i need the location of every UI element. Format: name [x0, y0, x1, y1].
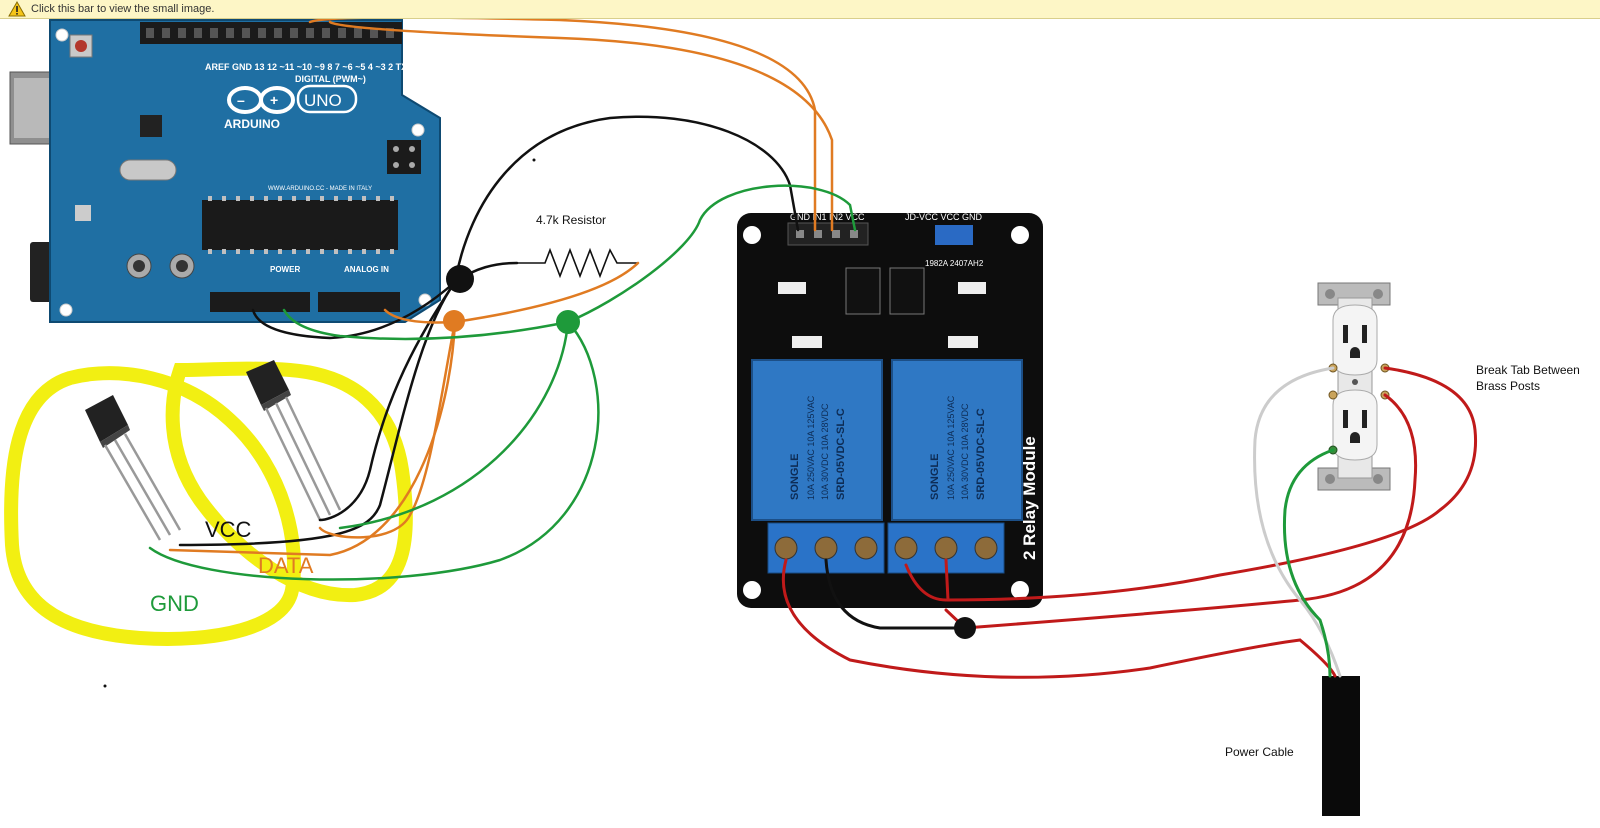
- svg-text:10A 250VAC 10A 125VAC: 10A 250VAC 10A 125VAC: [946, 395, 956, 500]
- svg-text:SRD-05VDC-SL-C: SRD-05VDC-SL-C: [835, 408, 847, 500]
- wiring-diagram: AREF GND 13 12 ~11 ~10 ~9 8 7 ~6 ~5 4 ~3…: [4, 19, 1580, 816]
- arduino-digital-label: DIGITAL (PWM~): [295, 74, 366, 84]
- temperature-sensor-2: [246, 360, 342, 521]
- mains-wires: [781, 366, 1478, 679]
- arduino-power-label: POWER: [270, 265, 300, 274]
- svg-text:10A 30VDC 10A 28VDC: 10A 30VDC 10A 28VDC: [820, 403, 830, 500]
- notice-bar[interactable]: Click this bar to view the small image.: [0, 0, 1600, 19]
- resistor: [517, 247, 638, 279]
- arduino-website: WWW.ARDUINO.CC - MADE IN ITALY: [268, 186, 372, 192]
- warning-icon: [8, 0, 26, 17]
- arduino-pin-numbers: AREF GND 13 12 ~11 ~10 ~9 8 7 ~6 ~5 4 ~3…: [205, 62, 422, 72]
- gnd-junction: [556, 310, 580, 334]
- svg-text:SRD-05VDC-SL-C: SRD-05VDC-SL-C: [975, 408, 987, 500]
- svg-text:SONGLE: SONGLE: [929, 454, 941, 500]
- relay-jd-label: JD-VCC VCC GND: [905, 212, 983, 222]
- resistor-label: 4.7k Resistor: [536, 213, 606, 227]
- power-cable: [1322, 676, 1360, 816]
- data-wires: [168, 19, 834, 557]
- relay-2-text: SONGLE 10A 250VAC 10A 125VAC 10A 30VDC 1…: [929, 395, 987, 500]
- svg-text:10A 250VAC 10A 125VAC: 10A 250VAC 10A 125VAC: [806, 395, 816, 500]
- relay-pin-labels: GND IN1 IN2 VCC: [790, 212, 865, 222]
- data-label: DATA: [258, 553, 314, 578]
- relay-chip-code: 1982A 2407AH2: [925, 259, 984, 268]
- notice-bar-text: Click this bar to view the small image.: [31, 3, 215, 15]
- relay-1-text: SONGLE 10A 250VAC 10A 125VAC 10A 30VDC 1…: [789, 395, 847, 500]
- vcc-label: VCC: [205, 517, 252, 542]
- svg-text:10A 30VDC 10A 28VDC: 10A 30VDC 10A 28VDC: [960, 403, 970, 500]
- relay-module: GND IN1 IN2 VCC JD-VCC VCC GND 1982A 240…: [737, 212, 1043, 608]
- arduino-board: AREF GND 13 12 ~11 ~10 ~9 8 7 ~6 ~5 4 ~3…: [9, 19, 441, 323]
- break-tab-label-line2: Brass Posts: [1476, 379, 1540, 393]
- svg-text:–: –: [237, 92, 245, 108]
- data-junction: [443, 310, 465, 332]
- neutral-junction: [954, 617, 976, 639]
- arduino-analog-label: ANALOG IN: [344, 265, 389, 274]
- break-tab-label-line1: Break Tab Between: [1476, 363, 1580, 377]
- gnd-label: GND: [150, 591, 199, 616]
- relay-module-title: 2 Relay Module: [1020, 436, 1039, 560]
- gnd-wires: [148, 184, 857, 581]
- svg-text:SONGLE: SONGLE: [789, 454, 801, 500]
- duplex-outlet: [1317, 282, 1391, 491]
- power-cable-label: Power Cable: [1225, 745, 1294, 759]
- vcc-junction: [446, 265, 474, 293]
- sensor-highlight: [4, 361, 413, 646]
- svg-text:+: +: [270, 92, 278, 108]
- temperature-sensor-1: [85, 395, 182, 541]
- arduino-model: UNO: [304, 91, 342, 110]
- arduino-logo: – +: [227, 84, 358, 114]
- arduino-brand: ARDUINO: [224, 117, 280, 131]
